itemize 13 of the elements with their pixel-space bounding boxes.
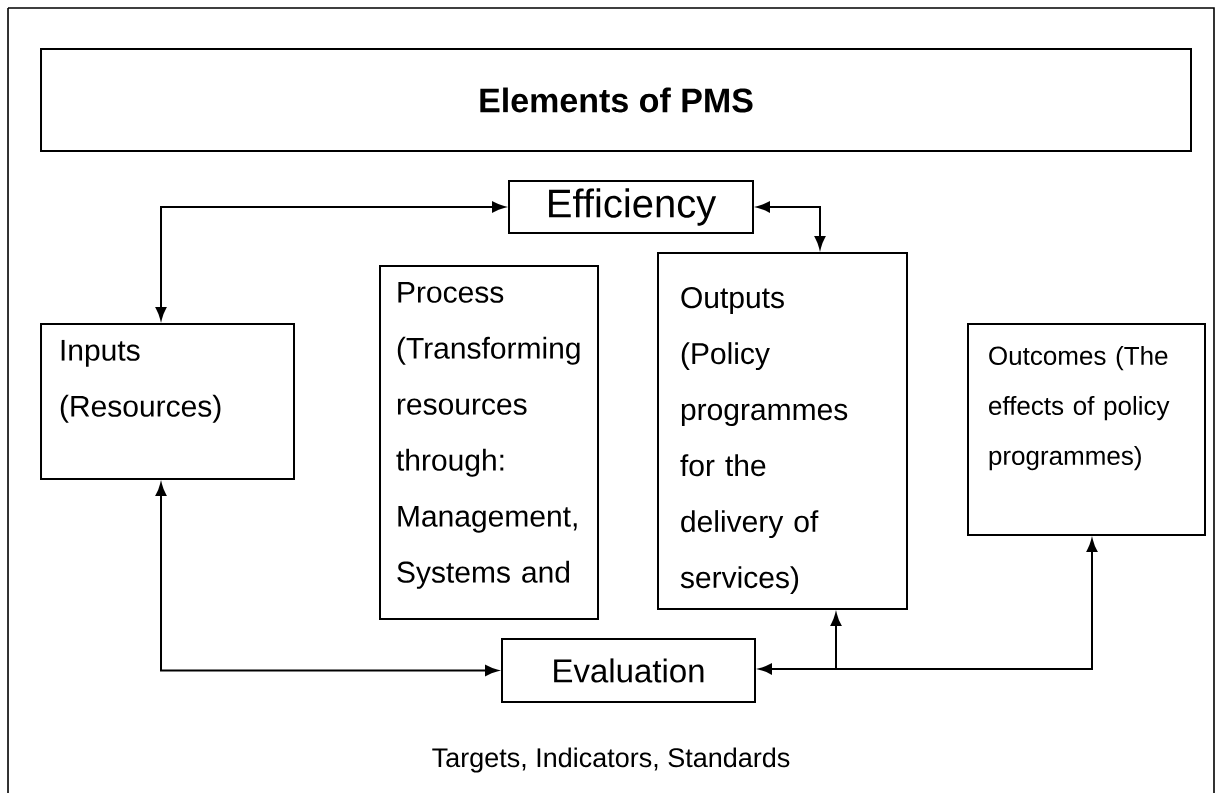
arrow: [830, 613, 842, 670]
note-text: Targets, Indicators, Standards: [432, 747, 790, 773]
arrow: [757, 201, 826, 249]
process-box: Outputs (Policy programmes for the delivery of services): [657, 252, 908, 610]
process-box: Outcomes (The effects of policy programmes): [967, 323, 1206, 536]
process-box: Evaluation: [501, 638, 756, 703]
process-box: Efficiency: [508, 180, 754, 234]
process-box: Process (Transforming resources through: Management, Systems and: [379, 265, 599, 620]
arrow: [759, 663, 837, 675]
process-box: Inputs (Resources): [40, 323, 295, 480]
arrow: [155, 201, 505, 320]
arrow: [835, 539, 1098, 670]
title-box: Elements of PMS: [40, 48, 1192, 152]
